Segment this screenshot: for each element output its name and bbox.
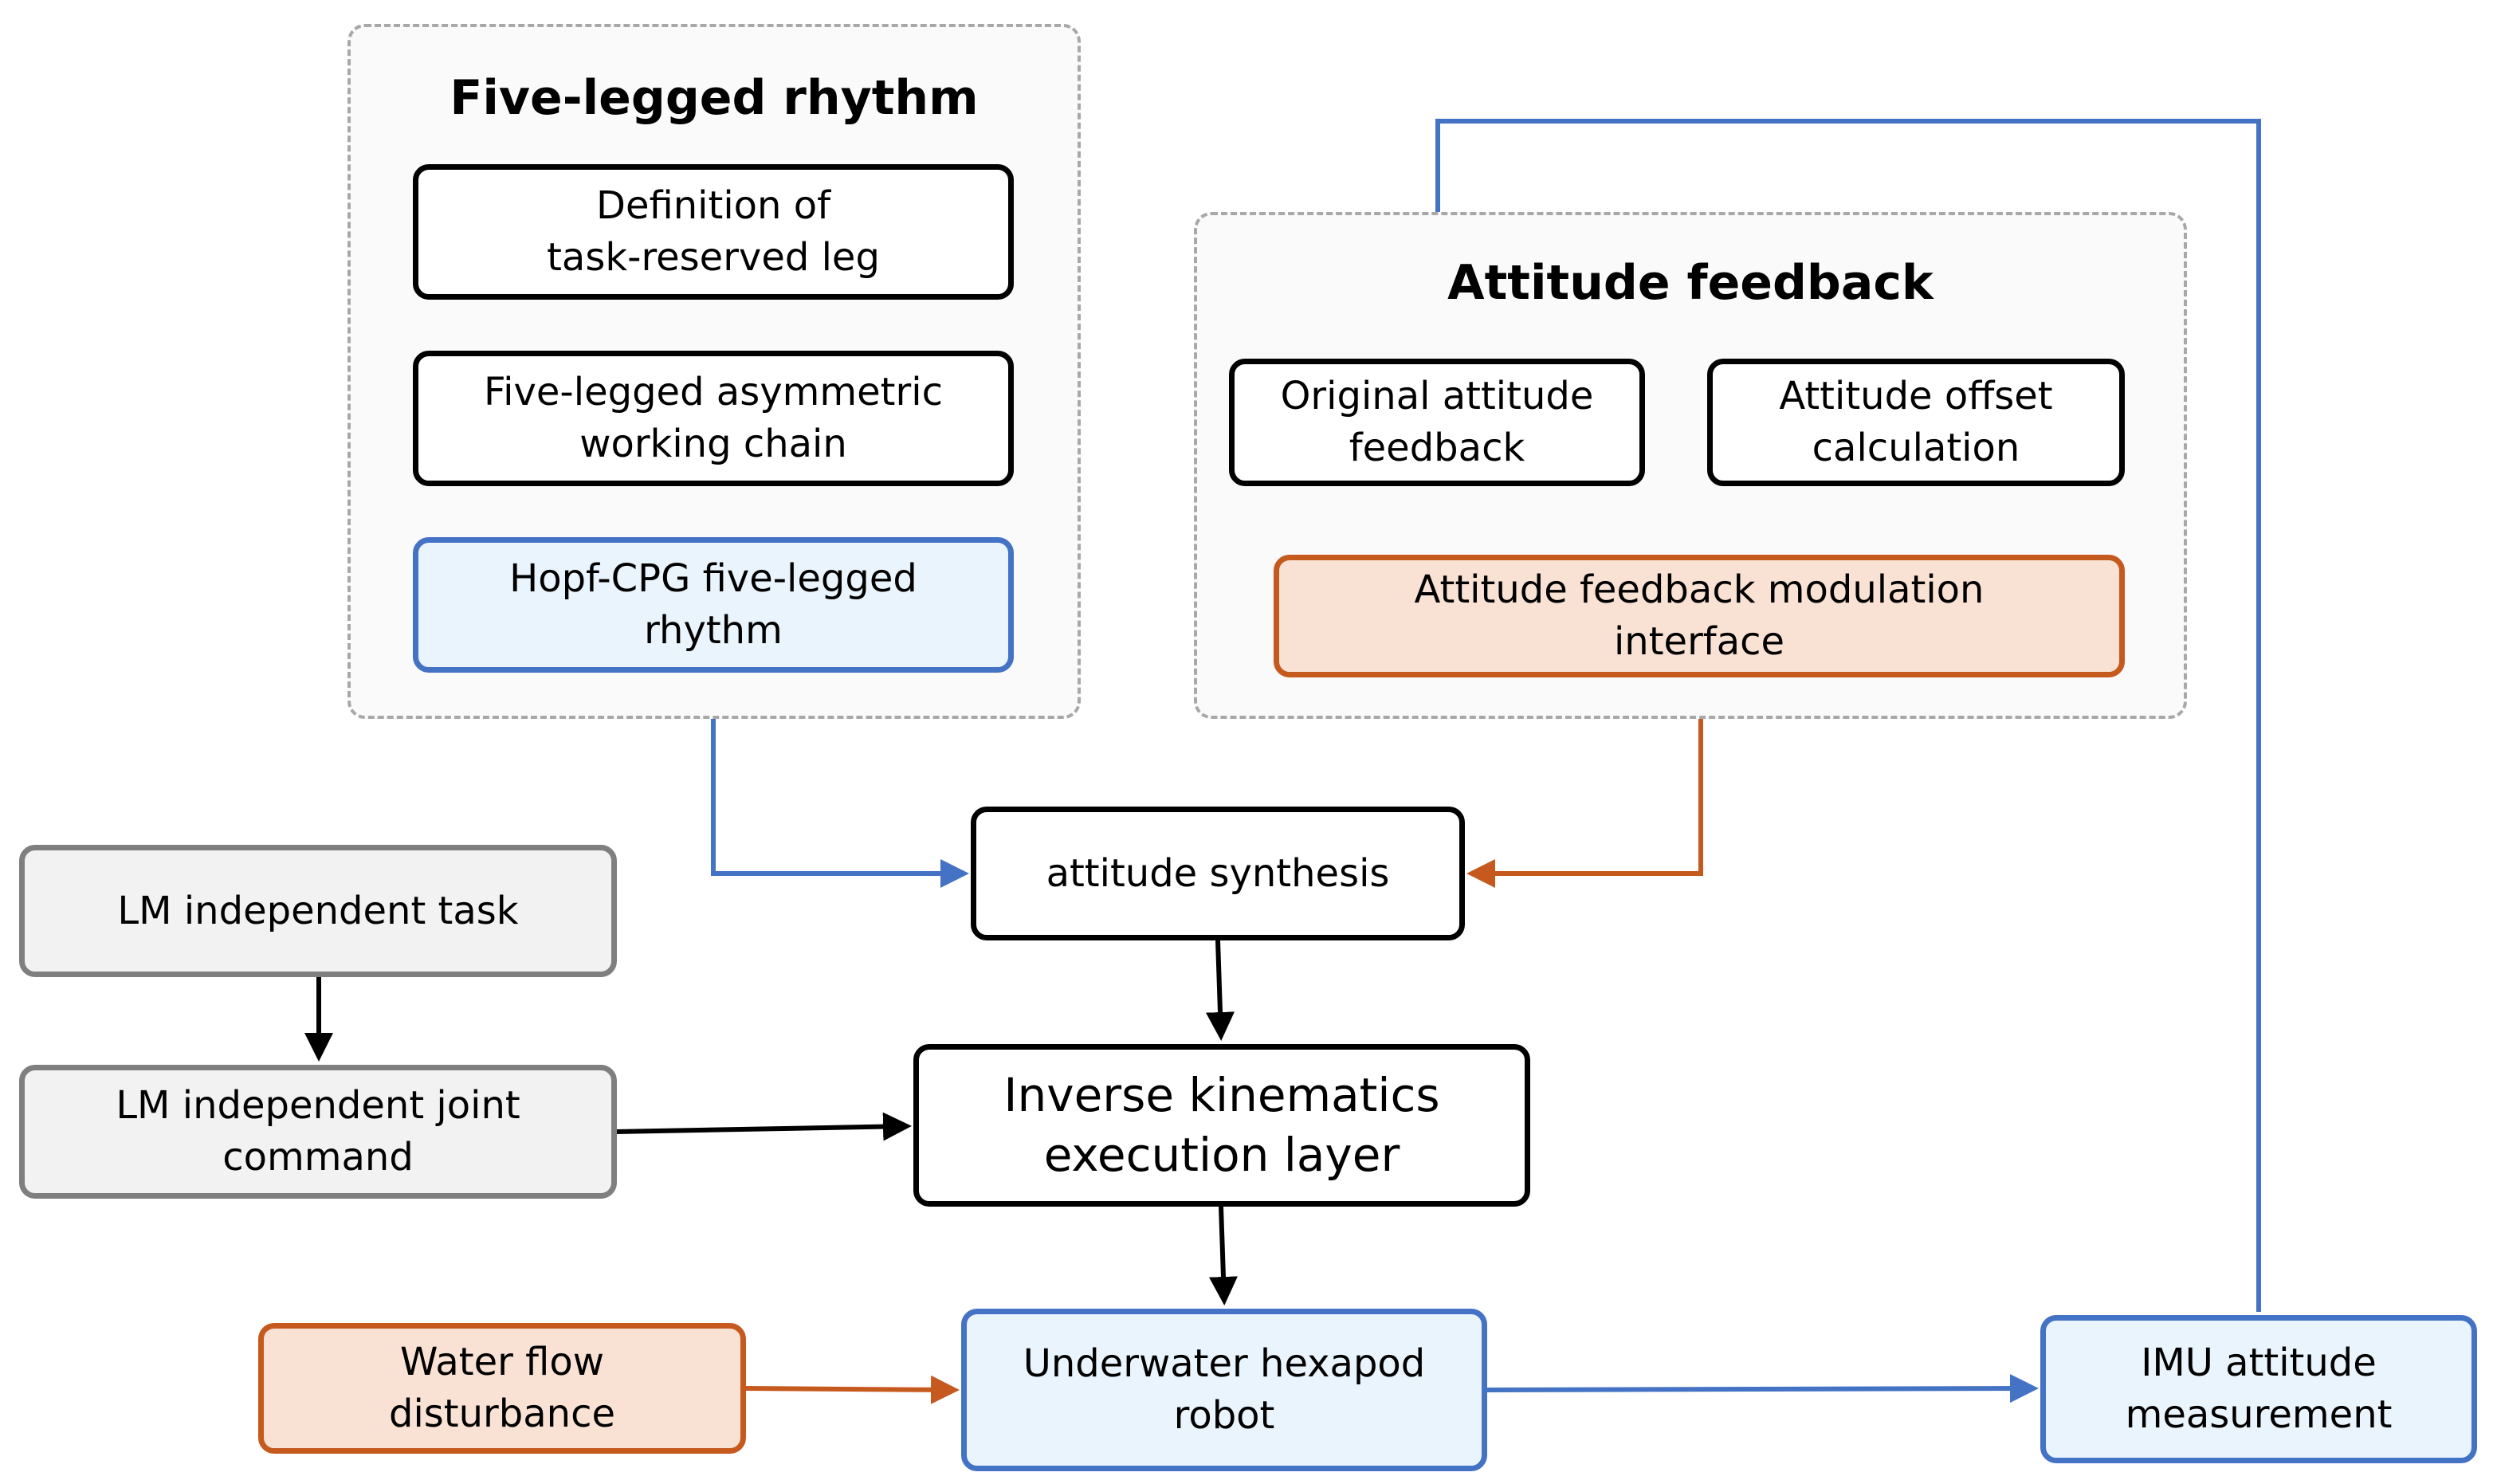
node-hopf-cpg-rhythm[interactable]: Hopf-CPG five-legged rhythm [413,537,1014,673]
node-water-flow-disturbance[interactable]: Water flow disturbance [258,1323,746,1454]
node-label: Underwater hexapod robot [1023,1341,1426,1438]
arrow-water-to-robot [745,1375,960,1404]
arrow-synthesis-to-ik [1206,940,1235,1041]
node-attitude-offset-calculation[interactable]: Attitude offset calculation [1707,359,2125,486]
node-label: LM independent joint command [116,1083,520,1180]
node-label: Five-legged asymmetric working chain [484,370,943,466]
node-asymmetric-working-chain[interactable]: Five-legged asymmetric working chain [413,351,1014,486]
node-label: LM independent task [117,888,519,933]
arrow-modulation-to-synthesis [1466,677,1703,888]
node-attitude-synthesis[interactable]: attitude synthesis [971,807,1465,940]
group-title-rhythm: Five-legged rhythm [450,70,979,126]
node-label: attitude synthesis [1046,850,1390,896]
node-definition-task-reserved-leg[interactable]: Definition of task-reserved leg [413,164,1014,300]
arrow-ik-to-robot [1208,1206,1238,1305]
node-imu-attitude-measurement[interactable]: IMU attitude measurement [2040,1315,2477,1463]
arrow-joint-to-ik [614,1112,912,1141]
node-label: Attitude feedback modulation interface [1414,567,1985,664]
node-label: IMU attitude measurement [2125,1341,2393,1437]
node-label: Original attitude feedback [1280,374,1594,470]
node-inverse-kinematics-layer[interactable]: Inverse kinematics execution layer [913,1044,1530,1207]
node-label: Hopf-CPG five-legged rhythm [509,556,917,653]
node-attitude-feedback-modulation[interactable]: Attitude feedback modulation interface [1274,555,2125,677]
node-original-attitude-feedback[interactable]: Original attitude feedback [1229,359,1645,486]
node-label: Inverse kinematics execution layer [1003,1067,1440,1182]
group-title-attitude: Attitude feedback [1447,255,1934,311]
node-label: Attitude offset calculation [1779,374,2053,470]
node-lm-independent-joint-command[interactable]: LM independent joint command [19,1065,617,1199]
node-label: Water flow disturbance [388,1340,615,1436]
node-underwater-hexapod-robot[interactable]: Underwater hexapod robot [961,1309,1487,1471]
node-lm-independent-task[interactable]: LM independent task [19,845,617,977]
node-label: Definition of task-reserved leg [547,183,880,280]
arrow-robot-to-imu [1486,1374,2039,1404]
arrow-hopf-to-synthesis [711,673,969,888]
